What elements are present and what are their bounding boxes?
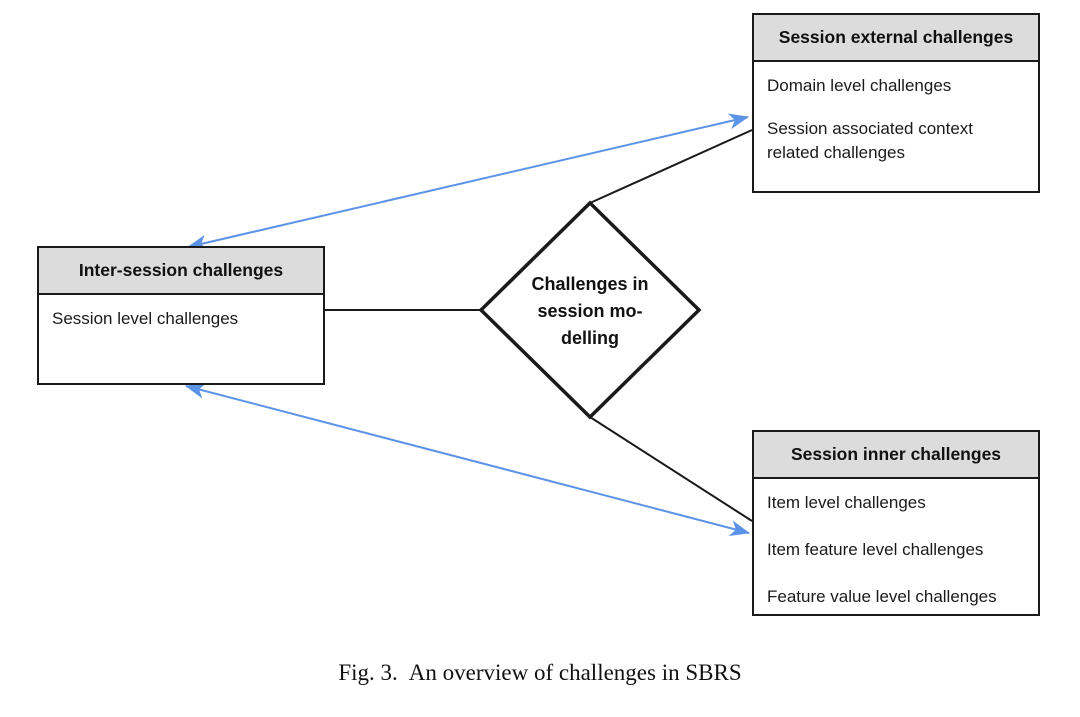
box-session-inner-challenges: Session inner challenges Item level chal…: [752, 430, 1040, 616]
box-item: Session associated context related chall…: [767, 119, 974, 162]
box-body: Domain level challenges Session associat…: [754, 62, 1038, 165]
diamond-label-line: delling: [561, 328, 619, 348]
bidirectional-arrow-inter-inner: [185, 383, 750, 536]
diamond-label-line: session mo-: [537, 301, 643, 321]
connector-diamond-to-inner: [589, 416, 753, 522]
box-header: Session external challenges: [754, 15, 1038, 62]
box-item: Session level challenges: [52, 309, 239, 328]
box-item: Item level challenges: [767, 493, 926, 512]
box-item: Domain level challenges: [767, 76, 952, 95]
box-body: Item level challenges Item feature level…: [754, 479, 1038, 609]
bidirectional-arrow-inter-external: [187, 113, 749, 251]
box-item: Feature value level challenges: [767, 587, 997, 606]
figure-caption-label: Fig. 3.: [338, 660, 398, 685]
diamond-label: Challenges in session mo- delling: [481, 271, 699, 352]
box-session-external-challenges: Session external challenges Domain level…: [752, 13, 1040, 193]
box-item: Item feature level challenges: [767, 540, 984, 559]
box-inter-session-challenges: Inter-session challenges Session level c…: [37, 246, 325, 385]
box-body: Session level challenges: [39, 295, 323, 331]
figure-caption: Fig. 3. An overview of challenges in SBRS: [0, 660, 1080, 686]
diamond-label-line: Challenges in: [531, 274, 649, 294]
connector-diamond-to-external: [589, 129, 753, 204]
figure-caption-text: An overview of challenges in SBRS: [408, 660, 742, 685]
box-header: Inter-session challenges: [39, 248, 323, 295]
box-header: Session inner challenges: [754, 432, 1038, 479]
